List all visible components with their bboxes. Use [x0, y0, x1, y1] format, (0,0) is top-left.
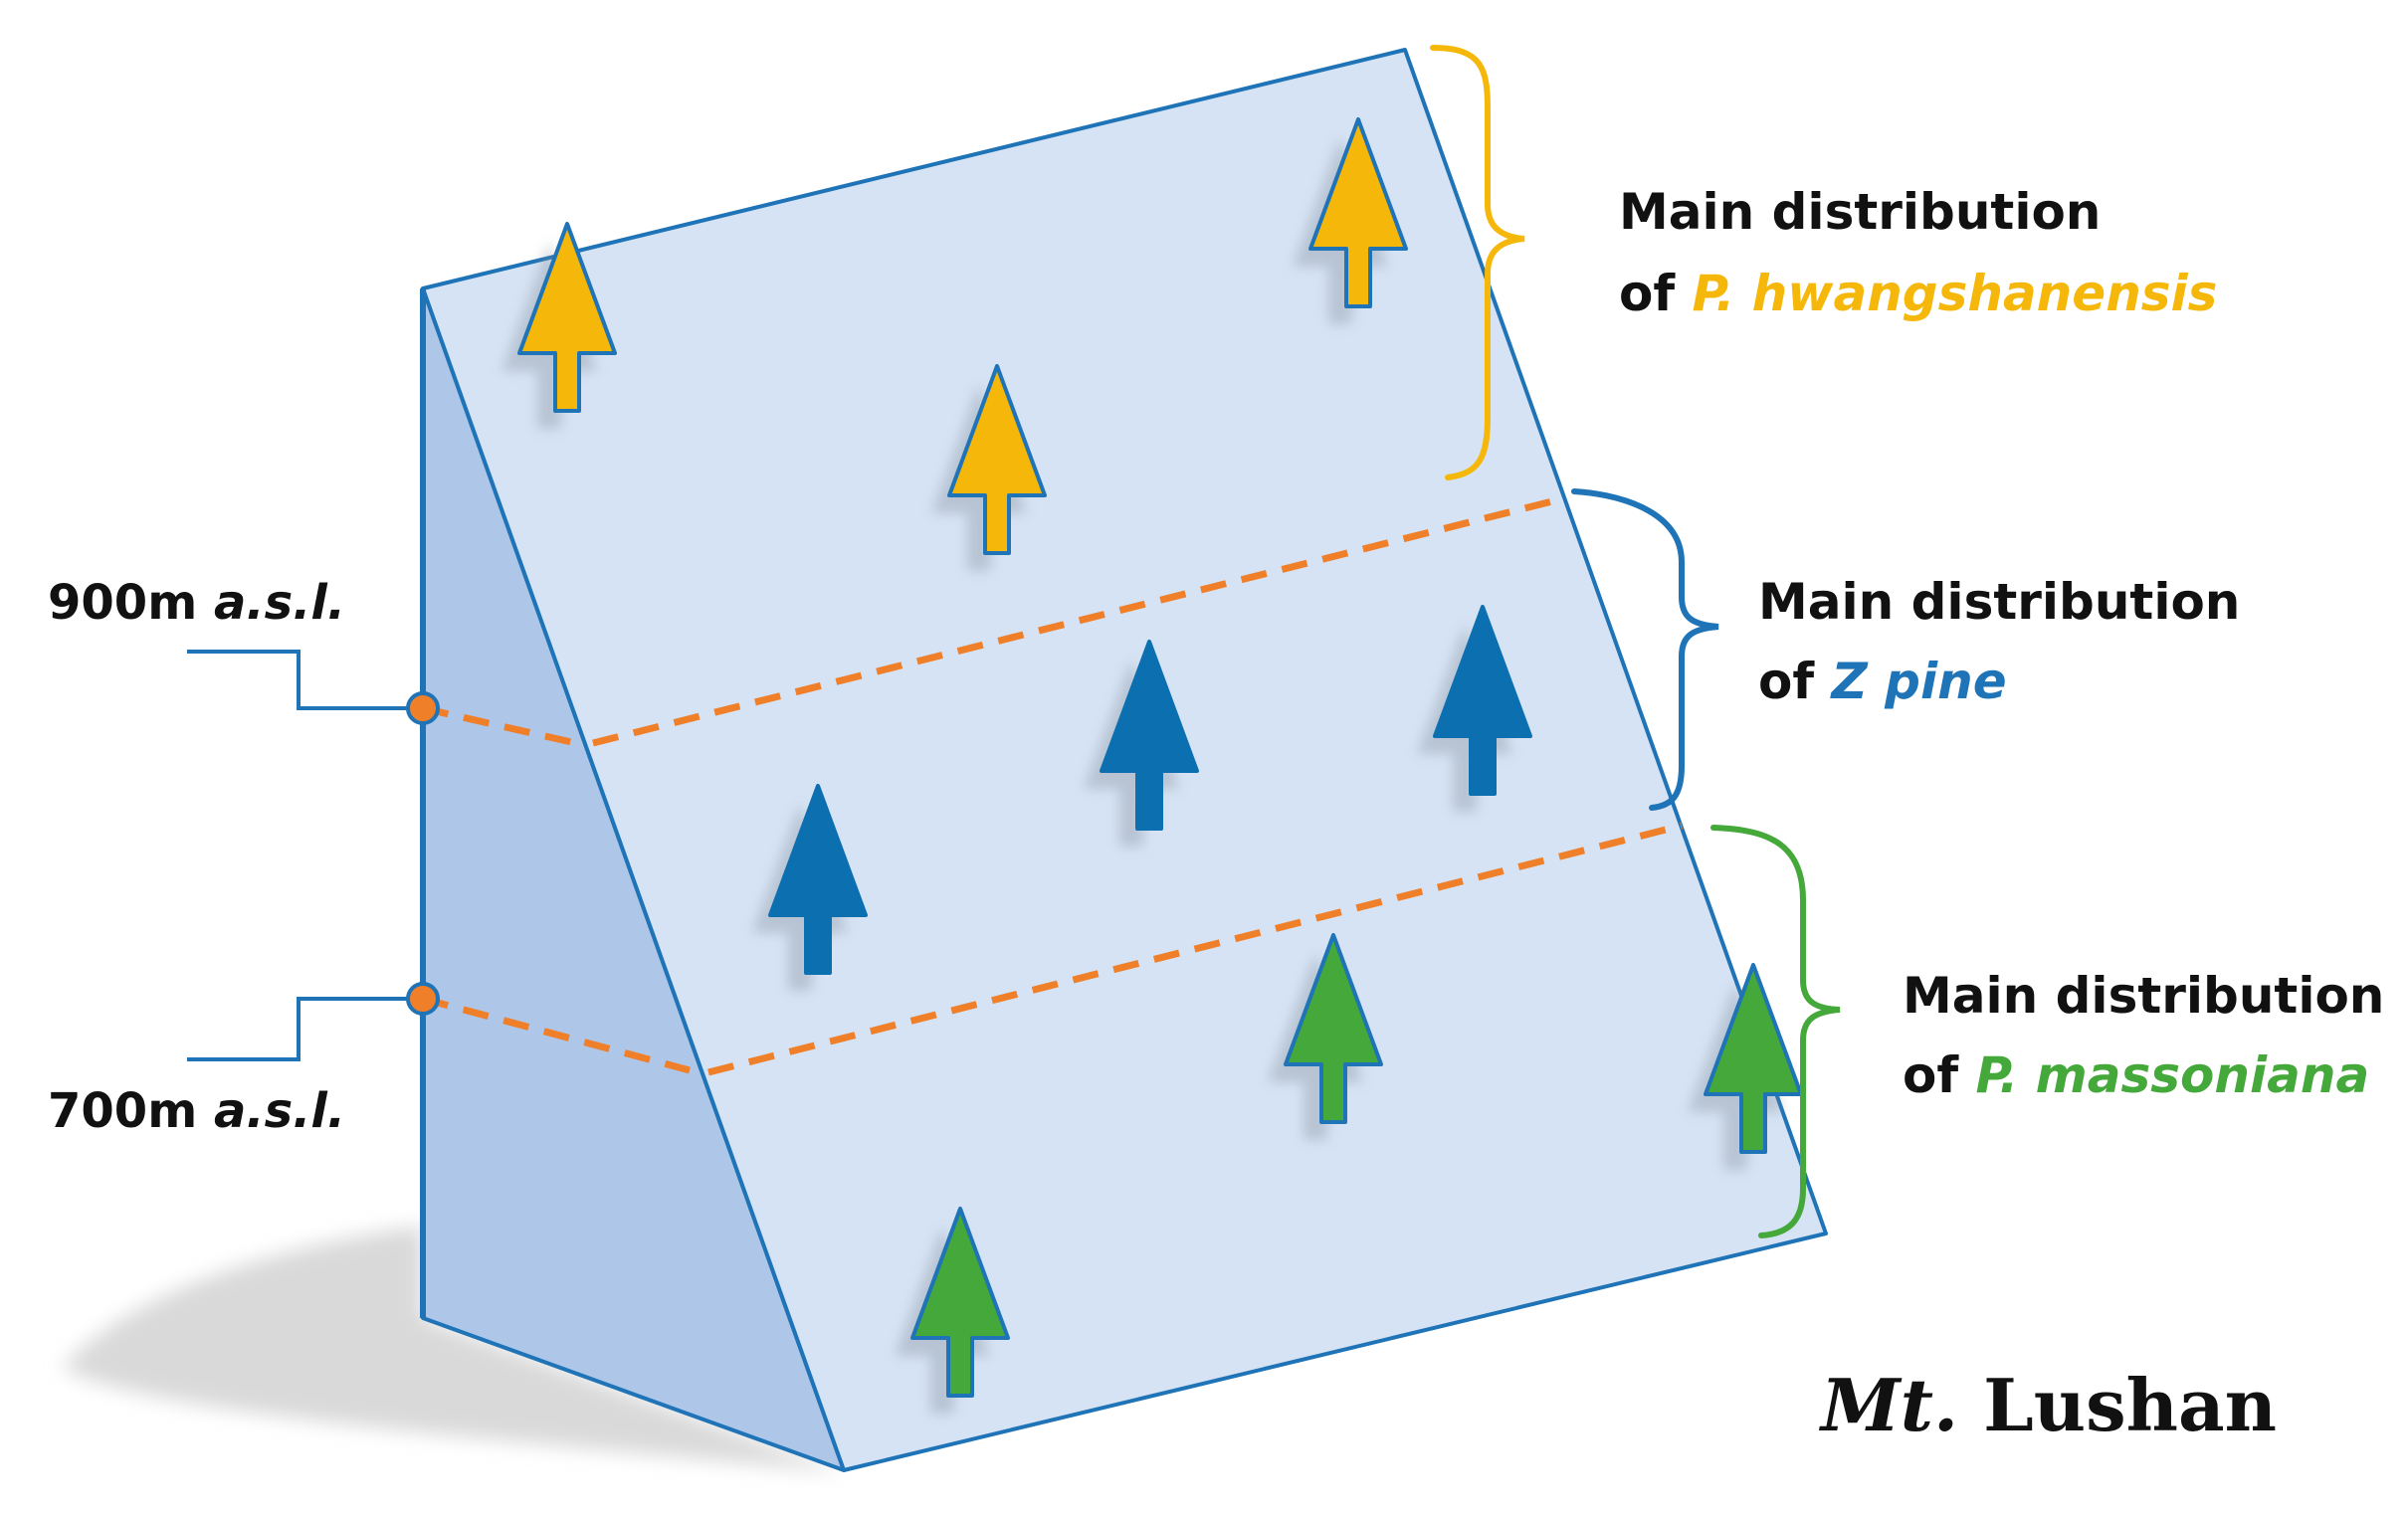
svg-text:Main distribution: Main distribution: [1619, 183, 2101, 241]
brace-z-pine: [1571, 488, 1719, 811]
leader-line-700m: [187, 997, 408, 1061]
zone-label-hwangshanensis: Main distribution of P. hwangshanensis: [1619, 183, 2217, 322]
zone-label-massoniana: Main distribution of P. massoniana: [1903, 967, 2384, 1104]
tree-shape: [1704, 963, 1803, 1154]
ground-shadow: [62, 1226, 846, 1472]
svg-text:of Z pine: of Z pine: [1758, 653, 2007, 710]
tree-shape: [1308, 117, 1408, 308]
altitude-boundary-900m: [422, 495, 1561, 748]
altitude-label-700m: 700m a.s.l.: [48, 1083, 345, 1139]
yellow-pine-tree-icon: [502, 222, 617, 429]
tree-layer: [502, 117, 1803, 1414]
altitude-marker-700m: [406, 982, 440, 1016]
tree-shape: [910, 1207, 1010, 1398]
blue-pine-tree-icon: [752, 784, 868, 991]
blue-pine-tree-icon: [1084, 640, 1199, 847]
svg-text:of P. hwangshanensis: of P. hwangshanensis: [1619, 265, 2217, 322]
svg-text:of P. massoniana: of P. massoniana: [1903, 1046, 2369, 1104]
brace-massoniana: [1710, 825, 1841, 1238]
zone-label-z-pine: Main distribution of Z pine: [1758, 573, 2240, 710]
tree-shape: [947, 364, 1047, 555]
altitude-marker-900m: [406, 691, 440, 725]
tree-shape: [517, 222, 617, 413]
yellow-pine-tree-icon: [931, 364, 1047, 571]
tree-shape: [1284, 933, 1383, 1124]
green-pine-tree-icon: [1688, 963, 1803, 1170]
blue-pine-tree-icon: [1417, 605, 1532, 812]
altitude-boundary-700m: [422, 822, 1683, 1076]
altitude-label-900m: 900m a.s.l.: [48, 575, 345, 631]
green-pine-tree-icon: [1268, 933, 1383, 1140]
tree-shape: [1433, 605, 1532, 796]
leader-line-900m: [187, 650, 408, 710]
brace-hwangshanensis: [1430, 45, 1525, 480]
green-pine-tree-icon: [895, 1207, 1010, 1414]
svg-text:Main distribution: Main distribution: [1903, 967, 2384, 1025]
yellow-pine-tree-icon: [1293, 117, 1408, 324]
tree-shape: [1100, 640, 1199, 831]
tree-shape: [768, 784, 868, 975]
svg-text:Main distribution: Main distribution: [1758, 573, 2240, 631]
mountain-name: Mt. Lushan: [1818, 1363, 2277, 1447]
